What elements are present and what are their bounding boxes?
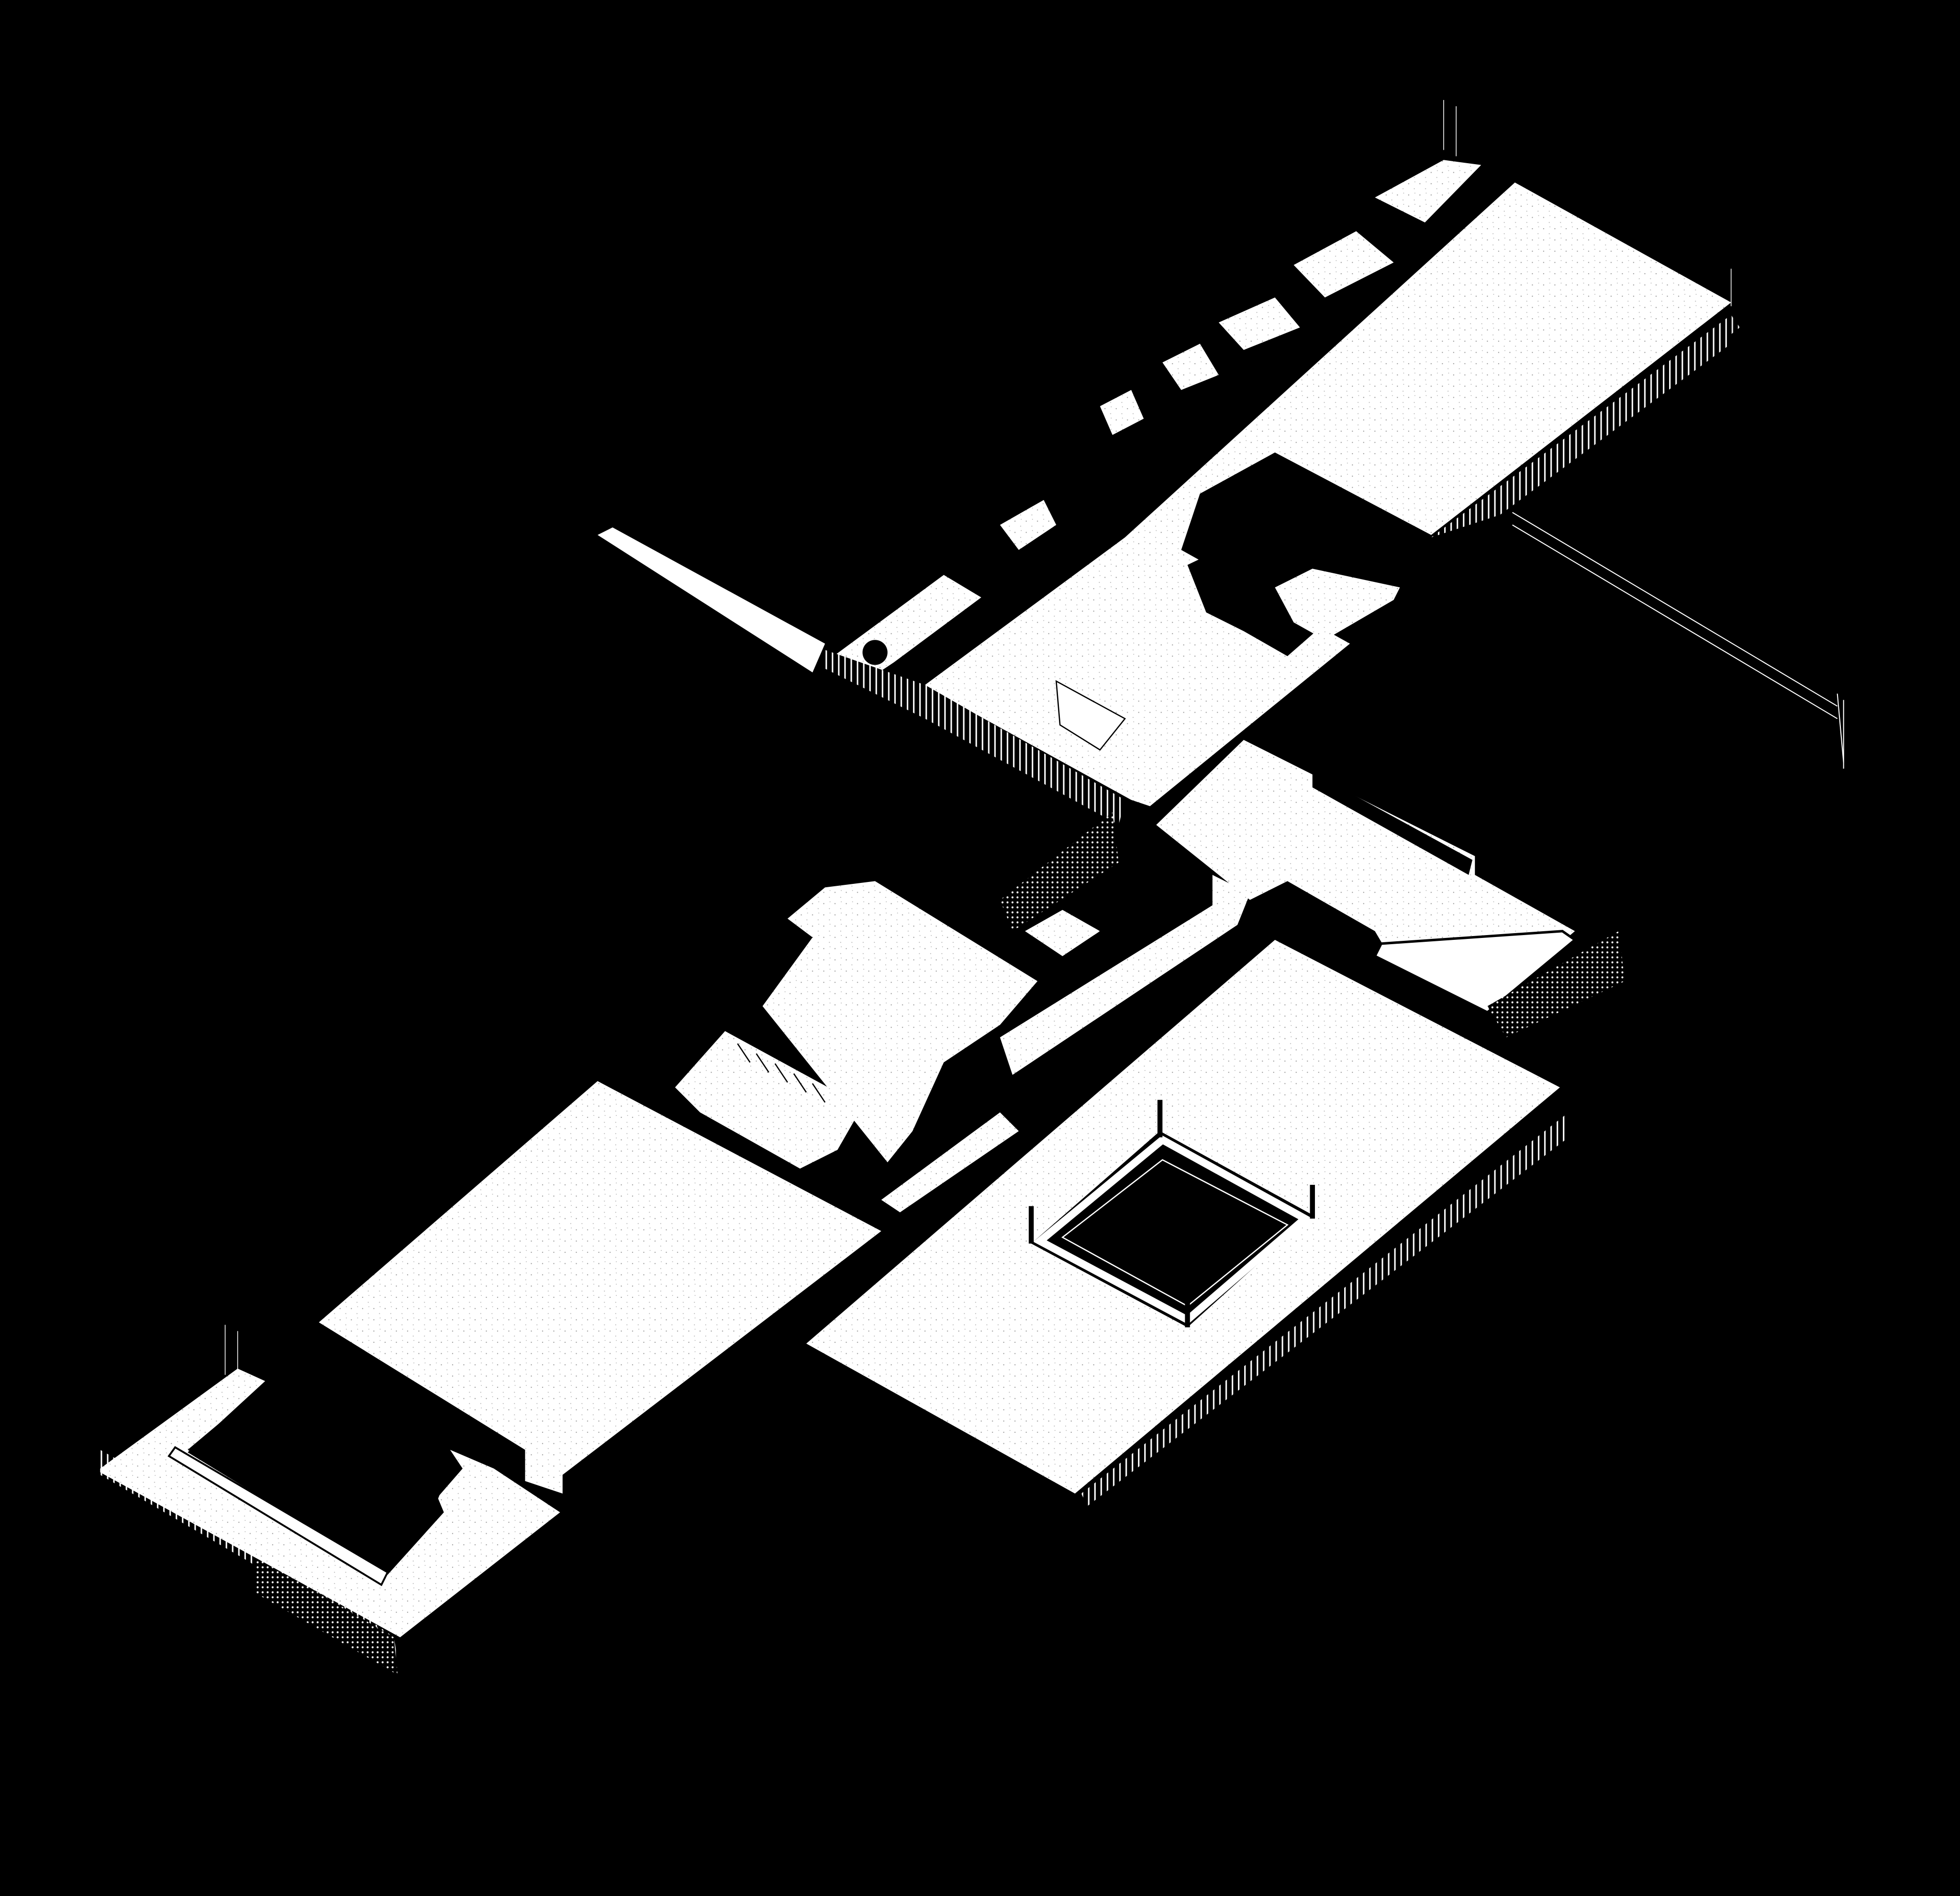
- central-west-block: [675, 881, 1038, 1169]
- south-west-l-mesh: [256, 1556, 398, 1675]
- middle-wing-courtyard: [1312, 772, 1473, 875]
- middle-wing-stair-block: [1025, 910, 1100, 956]
- south-west-l-court: [188, 1384, 450, 1569]
- north-wing: [597, 160, 1844, 931]
- north-wing-courtyard-c: [1275, 569, 1400, 640]
- south-west-slab: [319, 1081, 881, 1494]
- south-east-wing: [806, 940, 1569, 1506]
- middle-wing-facade: [1487, 931, 1625, 1037]
- north-wing-courtyard-a: [1237, 460, 1431, 588]
- court-corner-posts: [1028, 1100, 1315, 1327]
- north-post-lines: [224, 100, 1732, 1375]
- north-wing-room-1: [1375, 160, 1481, 223]
- south-west-wing: [319, 893, 1238, 1494]
- north-wing-room-2: [1293, 231, 1394, 298]
- north-wing-room-3: [1218, 297, 1300, 350]
- south-spine-corridor: [1000, 893, 1238, 1075]
- north-wing-connector: [1000, 812, 1119, 931]
- stair-lines: [737, 1043, 826, 1103]
- middle-wing: [1025, 740, 1625, 1037]
- round-table-icon: [862, 640, 888, 665]
- north-wing-facade-lower: [1500, 315, 1740, 515]
- south-west-l-rim: [167, 1446, 389, 1586]
- north-wing-stair: [1055, 680, 1126, 751]
- north-wing-room-5: [1100, 390, 1144, 435]
- north-wing-long-bar: [597, 527, 825, 673]
- north-wing-room-6: [1000, 500, 1057, 550]
- north-wing-east-facade-lines: [1512, 512, 1844, 769]
- south-east-facade: [1081, 1112, 1569, 1506]
- south-west-l-slab: [100, 1368, 560, 1638]
- south-west-l-wing: [100, 1368, 560, 1675]
- north-wing-slab: [925, 182, 1731, 806]
- middle-wing-court-rim: [1373, 930, 1577, 1014]
- central-west-stair-facade: [675, 1031, 863, 1169]
- north-wing-courtyard-b: [1187, 550, 1337, 657]
- south-spine-corridor-2: [881, 1112, 1019, 1213]
- north-wing-room-4: [1162, 344, 1219, 390]
- north-wing-west-facade: [825, 650, 1125, 825]
